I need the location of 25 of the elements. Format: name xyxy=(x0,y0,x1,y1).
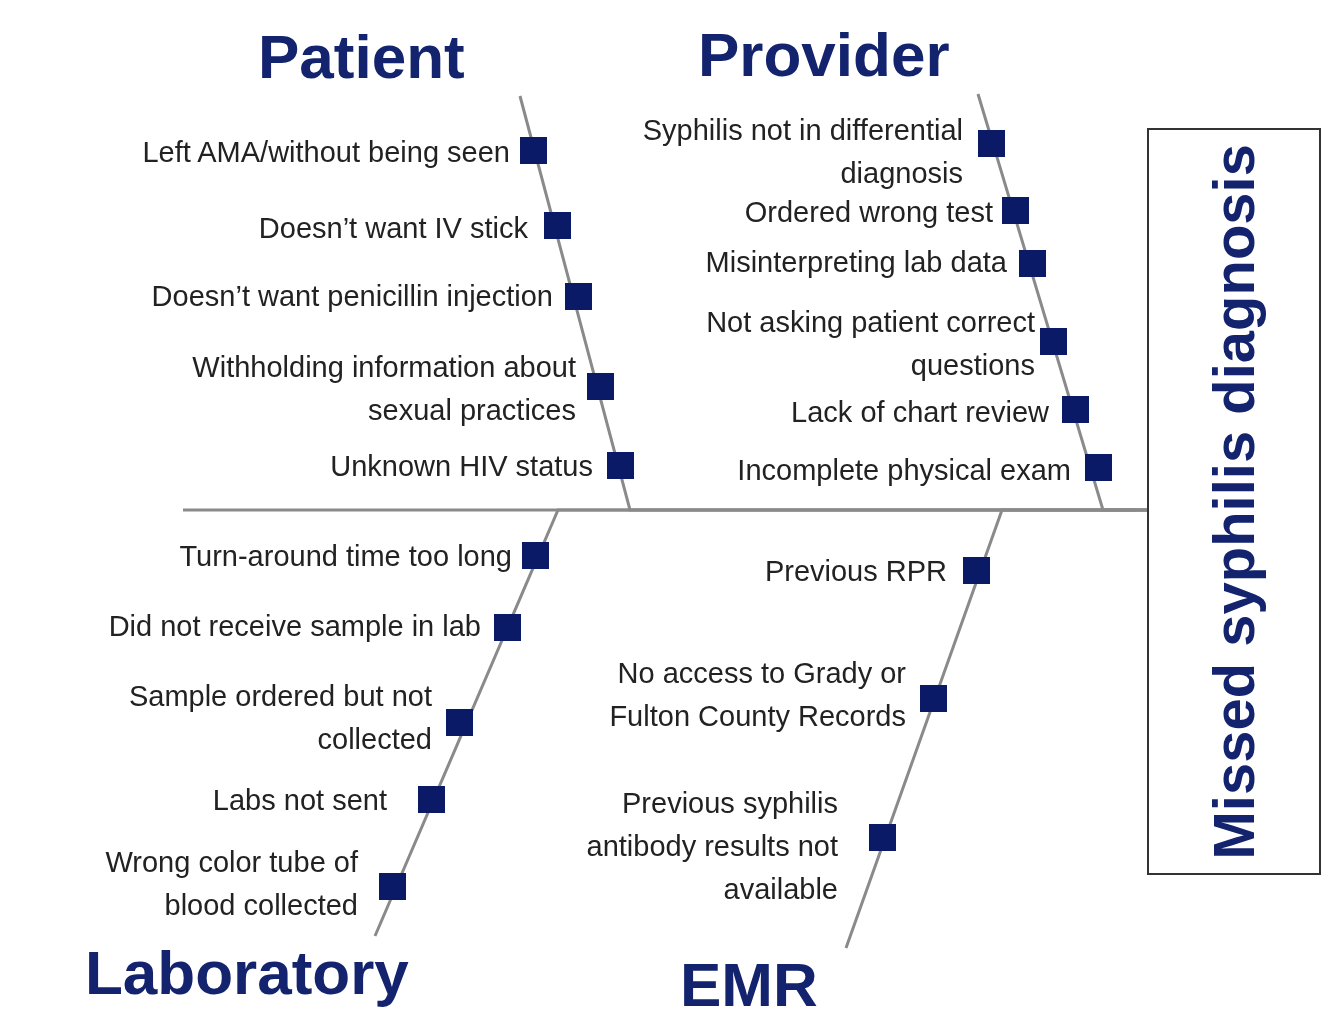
cause-text: Turn-around time too long xyxy=(179,539,512,574)
category-heading: Patient xyxy=(258,22,465,92)
cause-text: Lack of chart review xyxy=(791,395,1049,430)
cause-text: Syphilis not in differential diagnosis xyxy=(641,113,963,191)
cause-text: Unknown HIV status xyxy=(330,449,593,484)
category-heading: Laboratory xyxy=(85,938,409,1008)
cause-text: Misinterpreting lab data xyxy=(705,245,1007,280)
cause-text: Labs not sent xyxy=(212,783,387,818)
cause-text: Doesn’t want IV stick xyxy=(258,211,528,246)
cause-text: Incomplete physical exam xyxy=(737,453,1071,488)
category-heading: EMR xyxy=(680,950,818,1013)
cause-text: No access to Grady or Fulton County Records xyxy=(608,656,906,734)
cause-text: Not asking patient correct questions xyxy=(705,305,1035,383)
cause-text: Did not receive sample in lab xyxy=(108,609,481,644)
effect-box xyxy=(1147,128,1321,875)
cause-text: Left AMA/without being seen xyxy=(142,135,510,170)
cause-text: Ordered wrong test xyxy=(744,195,993,230)
cause-text: Previous RPR xyxy=(764,554,947,589)
cause-text: Withholding information about sexual practices xyxy=(191,350,576,428)
effect-text: Missed syphilis diagnosis xyxy=(1201,143,1267,860)
cause-text: Wrong color tube of blood collected xyxy=(104,845,358,923)
cause-text: Previous syphilis antibody results not available xyxy=(585,786,838,907)
category-heading: Provider xyxy=(698,20,950,90)
cause-text: Sample ordered but not collected xyxy=(127,679,432,757)
cause-text: Doesn’t want penicillin injection xyxy=(151,279,553,314)
